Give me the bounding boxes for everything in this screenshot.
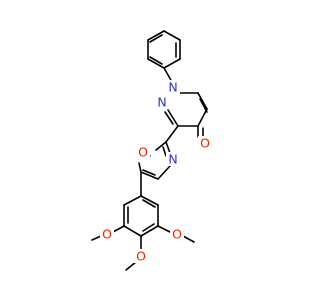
- carbonyl-bond: [197, 125, 204, 138]
- atom-n-ring: N: [166, 152, 180, 167]
- phenyl-ring: [147, 30, 181, 69]
- atom-n2: N: [155, 95, 169, 110]
- atom-o-meta-right: O: [170, 227, 184, 242]
- svg-text:O: O: [138, 145, 148, 160]
- molecule-structure: N N O O N O O O: [91, 30, 212, 271]
- svg-text:N: N: [168, 80, 177, 95]
- structure-canvas: N N O O N O O O: [91, 30, 212, 271]
- atom-o-meta-left: O: [100, 227, 114, 242]
- bond-phenyl-n1: [163, 67, 173, 83]
- svg-text:O: O: [200, 136, 210, 151]
- svg-text:N: N: [157, 95, 166, 110]
- atom-o-keto: O: [198, 136, 212, 151]
- methoxy-bonds: [91, 225, 195, 271]
- svg-text:O: O: [102, 227, 112, 242]
- trimethoxyphenyl-ring: [123, 195, 159, 237]
- svg-text:O: O: [172, 227, 182, 242]
- atom-o-ring: O: [136, 145, 150, 160]
- svg-text:N: N: [168, 152, 177, 167]
- pyridazinone-ring: [164, 92, 208, 127]
- atom-n1: N: [166, 80, 180, 95]
- atom-o-para: O: [134, 249, 148, 264]
- bond-pyridazinone-oxadiazole: [165, 125, 179, 143]
- svg-text:O: O: [136, 249, 146, 264]
